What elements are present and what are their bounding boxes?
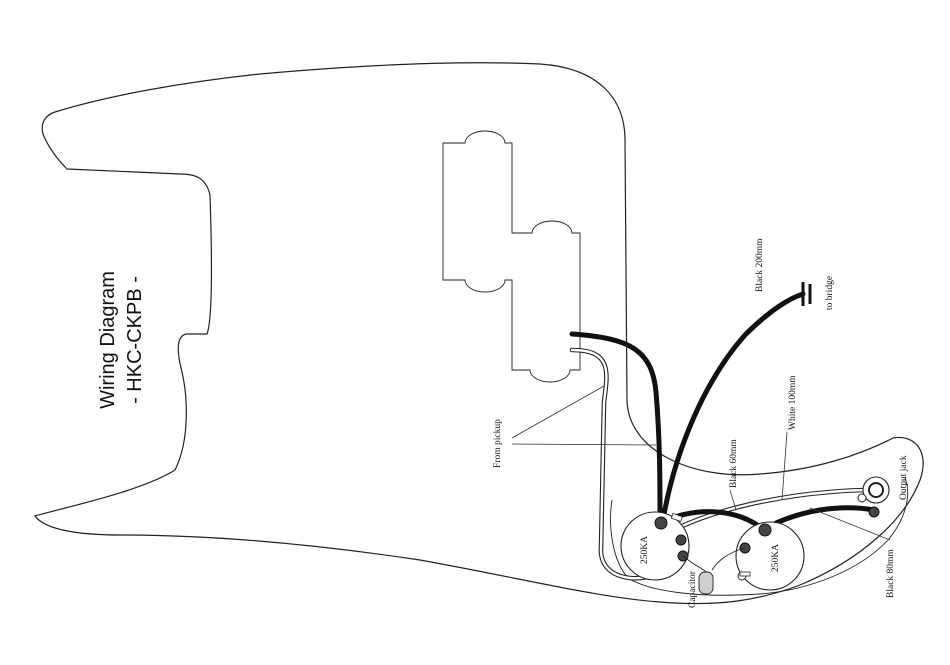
output-jack-ground-lug	[868, 506, 880, 518]
pot-tone-label: 250KA	[771, 544, 781, 572]
title-line-1: Wiring Diagram	[97, 271, 119, 409]
title-line-2: - HKC-CKPB -	[124, 276, 146, 404]
label-from-pickup: From pickup	[493, 419, 503, 468]
black-200mm-wire	[660, 291, 806, 523]
label-capacitor: Capacitor	[688, 570, 698, 608]
bridge-ground-terminal	[801, 282, 812, 306]
pot-tone: 250KA	[735, 521, 805, 591]
pot-volume-ground-lug	[654, 516, 668, 530]
label-black-60mm: Black 60mm	[729, 439, 739, 488]
white-100mm-wire	[675, 487, 877, 531]
black-pickup-wire	[569, 331, 663, 523]
pot-volume-label: 250KA	[640, 536, 650, 564]
label-white-100mm: White 100mm	[788, 375, 798, 430]
title-block: Wiring Diagram - HKC-CKPB -	[97, 271, 146, 409]
label-black-200mm: Black 200mm	[755, 238, 765, 292]
output-jack	[857, 476, 890, 518]
capacitor	[682, 547, 746, 595]
pot-volume-lug-1	[675, 534, 687, 546]
leader-lines	[511, 385, 891, 541]
pot-volume: 250KA	[620, 511, 690, 581]
pickguard-outline	[34, 62, 924, 605]
label-output-jack: Output jack	[899, 455, 909, 500]
pot-tone-lug-1	[758, 523, 772, 537]
control-cavity-outline	[610, 477, 909, 596]
label-black-80mm: Black 80mm	[886, 549, 896, 598]
label-to-bridge: to bridge	[825, 276, 835, 310]
pickup-outline	[442, 130, 581, 383]
output-jack-tip-lug	[857, 493, 867, 503]
